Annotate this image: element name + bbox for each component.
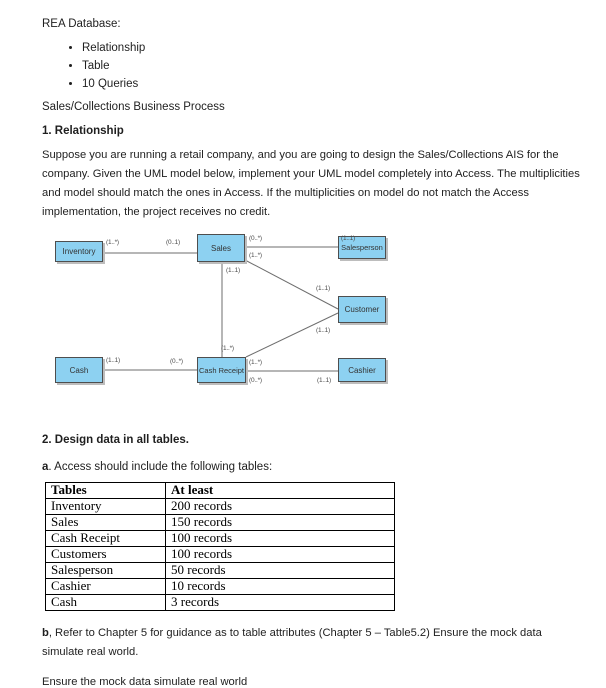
- table-cell-name: Inventory: [45, 498, 166, 515]
- multiplicity-label: (0..*): [249, 377, 262, 384]
- table-row: Salesperson 50 records: [45, 562, 395, 579]
- section2a-text: . Access should include the following ta…: [48, 461, 273, 473]
- rea-uml-diagram: Inventory Sales Salesperson Customer Cas…: [0, 226, 606, 424]
- table-cell-records: 200 records: [165, 498, 395, 515]
- table-cell-records: 150 records: [165, 514, 395, 531]
- table-cell-name: Cash Receipt: [45, 530, 166, 547]
- section2a-prefix: a: [42, 461, 49, 473]
- table-row: Inventory 200 records: [45, 498, 395, 515]
- diagram-edges: [103, 246, 339, 372]
- table-row: Sales 150 records: [45, 514, 395, 531]
- section2b-prefix: b: [42, 627, 49, 639]
- entity-sales: Sales: [197, 234, 245, 262]
- list-item: 10 Queries: [82, 76, 566, 93]
- multiplicity-label: (1..1): [341, 235, 355, 242]
- entity-inventory: Inventory: [55, 241, 103, 262]
- table-cell-records: 100 records: [165, 546, 395, 563]
- multiplicity-label: (1..*): [106, 239, 119, 246]
- column-header-atleast: At least: [165, 482, 395, 499]
- multiplicity-label: (1..1): [316, 285, 330, 292]
- entity-cashier: Cashier: [338, 358, 386, 382]
- section2a-line: a. Access should include the following t…: [42, 461, 566, 473]
- table-cell-name: Cashier: [45, 578, 166, 595]
- column-header-tables: Tables: [45, 482, 166, 499]
- table-cell-name: Customers: [45, 546, 166, 563]
- table-cell-records: 100 records: [165, 530, 395, 547]
- multiplicity-label: (0..1): [166, 239, 180, 246]
- multiplicity-label: (1..*): [221, 345, 234, 352]
- multiplicity-label: (1..1): [106, 357, 120, 364]
- multiplicity-label: (1..1): [316, 327, 330, 334]
- multiplicity-label: (1..*): [249, 252, 262, 259]
- section2-heading: 2. Design data in all tables.: [42, 434, 189, 446]
- section1-paragraph: Suppose you are running a retail company…: [42, 149, 580, 218]
- multiplicity-label: (0..*): [170, 358, 183, 365]
- requirements-list: Relationship Table 10 Queries: [42, 40, 566, 93]
- table-row: Cash 3 records: [45, 594, 395, 611]
- entity-cash-receipt: Cash Receipt: [197, 357, 246, 383]
- multiplicity-label: (1..1): [226, 267, 240, 274]
- multiplicity-label: (1..1): [317, 377, 331, 384]
- section2b-text: , Refer to Chapter 5 for guidance as to …: [42, 627, 542, 658]
- records-table: Tables At least Inventory 200 records Sa…: [45, 482, 395, 611]
- section1-heading: 1. Relationship: [42, 125, 124, 137]
- entity-cash: Cash: [55, 357, 103, 383]
- entity-customer: Customer: [338, 296, 386, 323]
- table-cell-name: Salesperson: [45, 562, 166, 579]
- table-cell-records: 3 records: [165, 594, 395, 611]
- table-row: Cash Receipt 100 records: [45, 530, 395, 547]
- table-cell-name: Sales: [45, 514, 166, 531]
- multiplicity-label: (0..*): [249, 235, 262, 242]
- page-title: REA Database:: [42, 18, 121, 30]
- ensure-mock-data-line: Ensure the mock data simulate real world: [42, 676, 248, 688]
- table-header-row: Tables At least: [45, 482, 395, 499]
- table-cell-records: 10 records: [165, 578, 395, 595]
- table-cell-records: 50 records: [165, 562, 395, 579]
- edge-cashreceipt-customer: [245, 312, 339, 358]
- list-item: Relationship: [82, 40, 566, 57]
- edge-sales-customer: [244, 259, 339, 310]
- business-process-subtitle: Sales/Collections Business Process: [42, 101, 225, 113]
- table-row: Customers 100 records: [45, 546, 395, 563]
- multiplicity-label: (1..*): [249, 359, 262, 366]
- entity-salesperson: Salesperson: [338, 236, 386, 259]
- table-cell-name: Cash: [45, 594, 166, 611]
- section2b-paragraph: b, Refer to Chapter 5 for guidance as to…: [42, 624, 584, 662]
- table-row: Cashier 10 records: [45, 578, 395, 595]
- list-item: Table: [82, 58, 566, 75]
